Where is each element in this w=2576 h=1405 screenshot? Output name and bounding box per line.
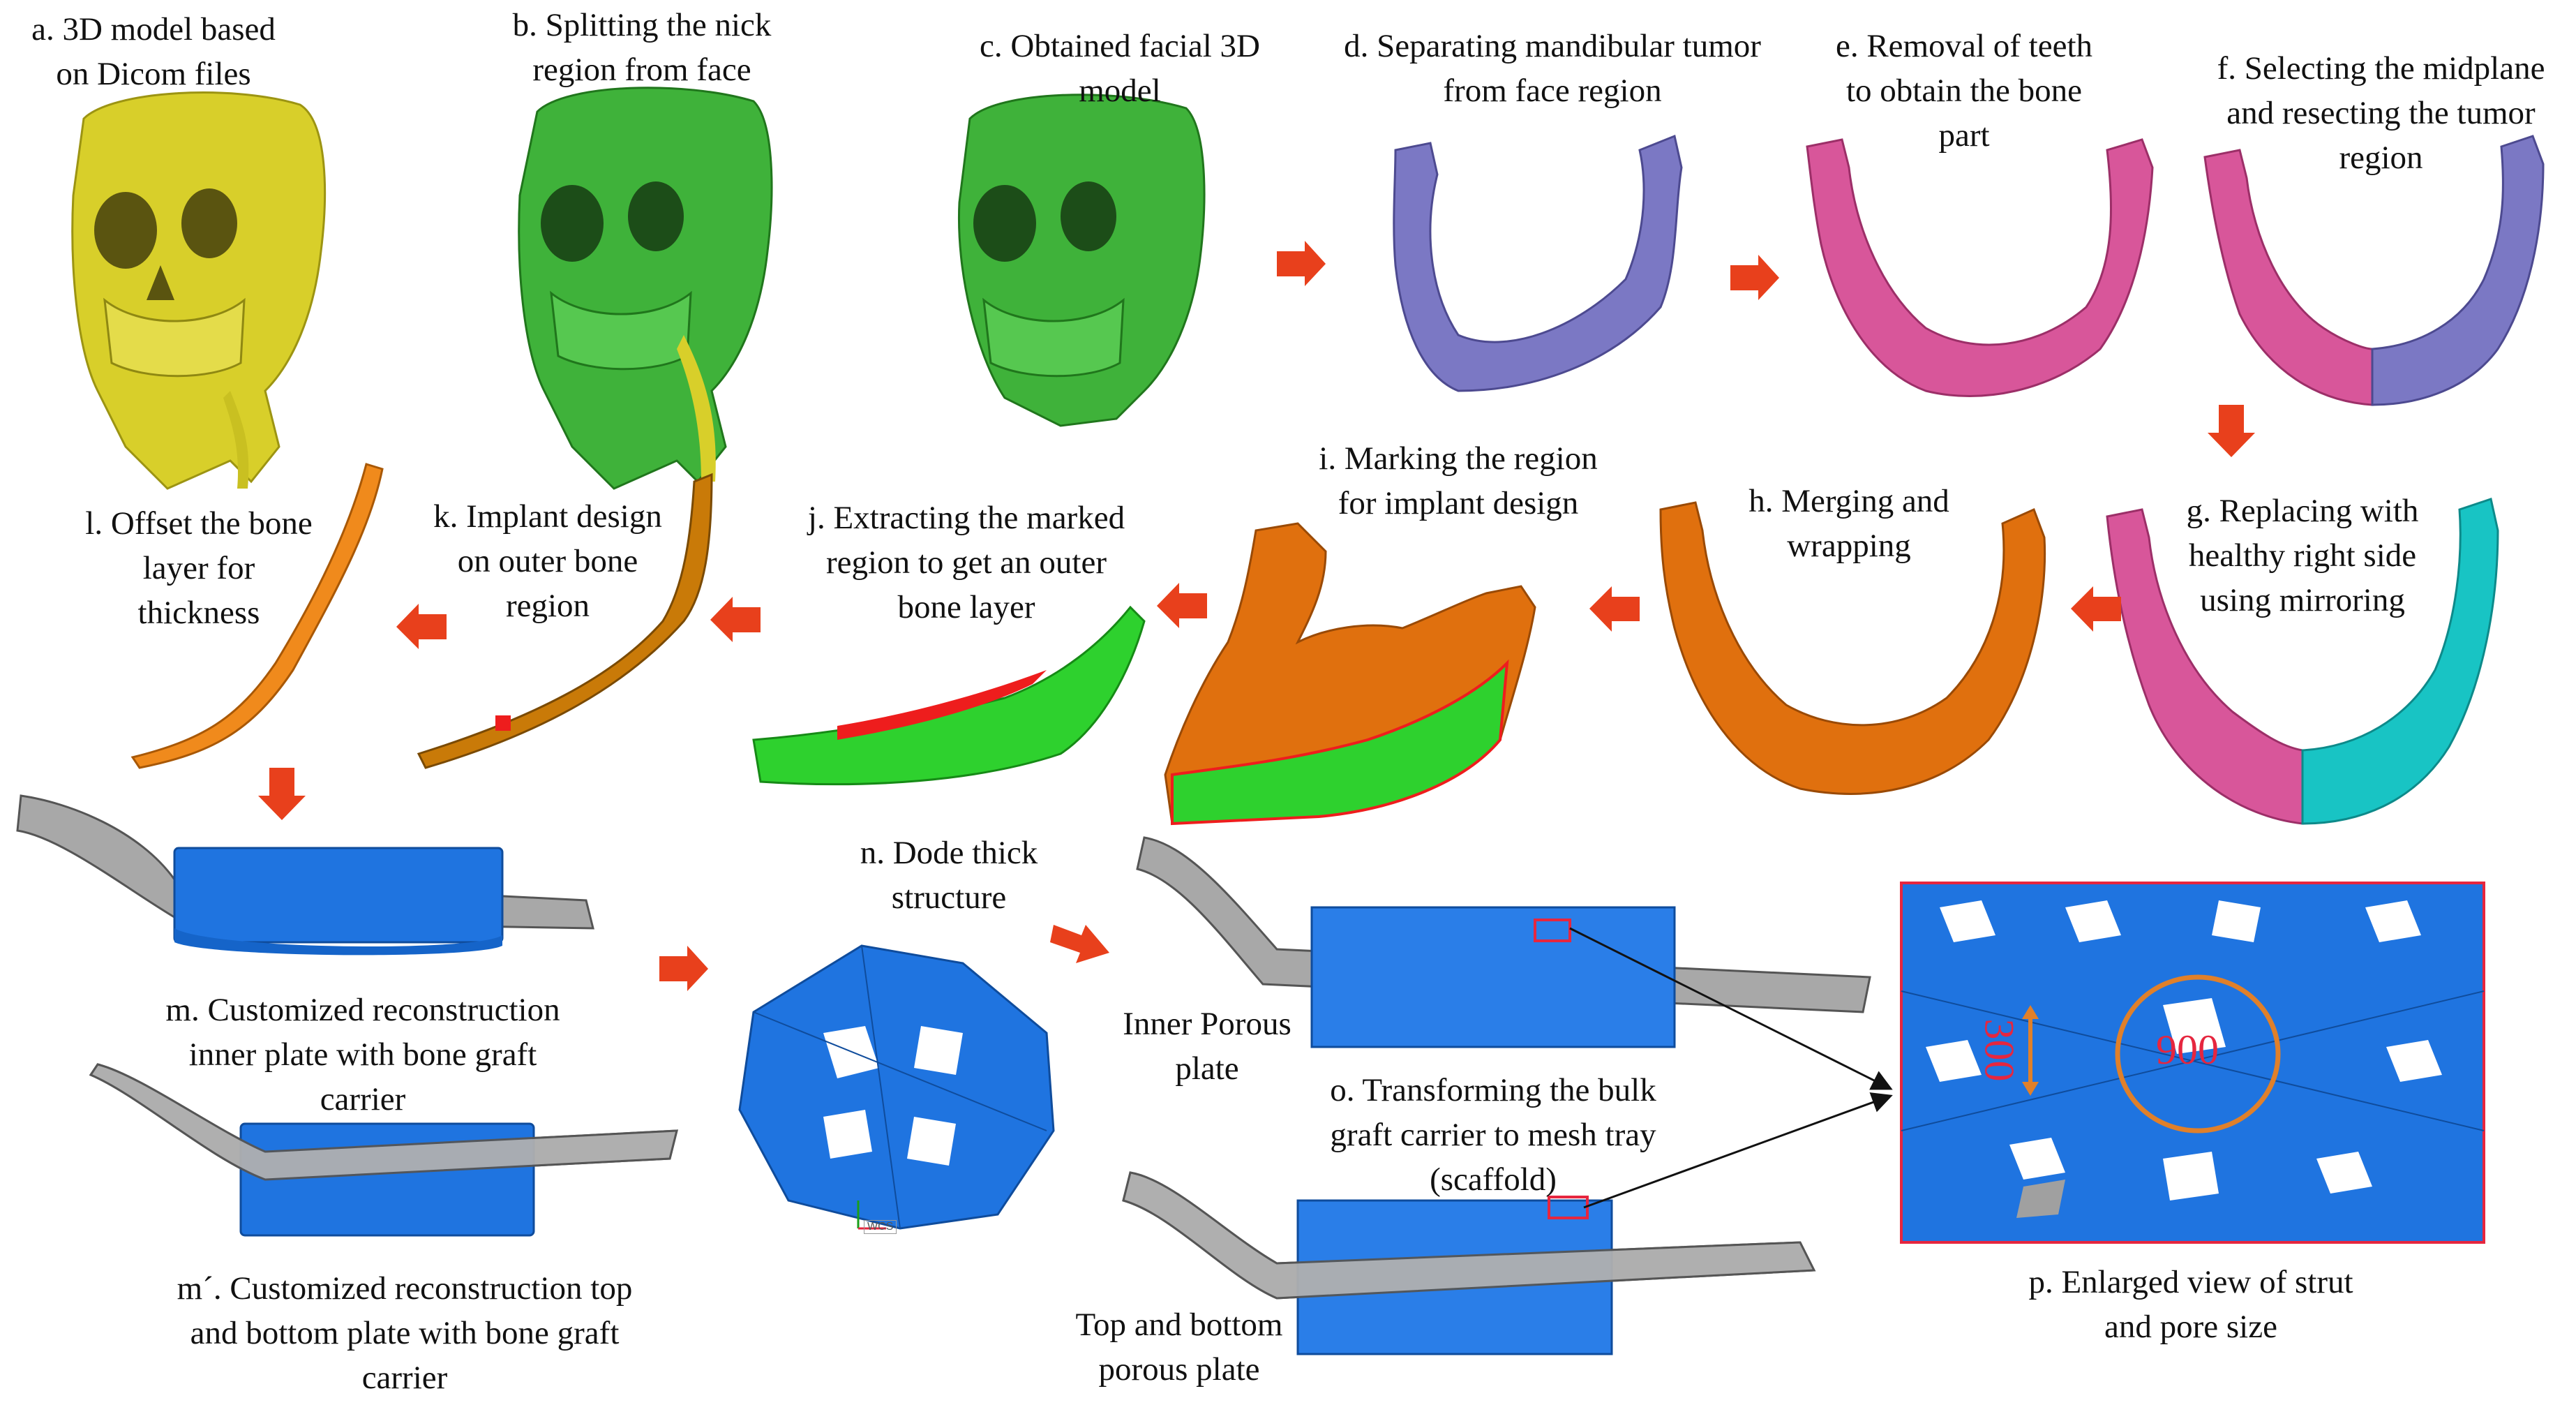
implant-k (417, 473, 713, 769)
arrow-m-to-n (659, 946, 708, 991)
label-h: h. Merging and wrapping (1748, 483, 1949, 564)
mandible-g-left (2106, 508, 2304, 825)
arrow-l-to-m (258, 768, 306, 820)
skull-model-c (957, 94, 1206, 427)
plate-m (16, 794, 594, 956)
label-o: o. Transforming the bulk graft carrier t… (1330, 1072, 1656, 1198)
label-f: f. Selecting the midplane and resecting … (2217, 50, 2545, 176)
bone-layer-j (752, 605, 1146, 786)
label-k: k. Implant design on outer bone region (433, 498, 662, 624)
wcs-label: WCS (864, 1220, 897, 1234)
arrow-d-to-e (1730, 255, 1779, 300)
label-g: g. Replacing with healthy right side usi… (2186, 493, 2419, 618)
mandible-e (1806, 138, 2154, 397)
arrow-g-to-h (2071, 586, 2121, 632)
arrow-i-to-j (1157, 583, 1207, 628)
mandible-g-right (2301, 498, 2499, 825)
label-j: j. Extracting the marked region to get a… (807, 500, 1125, 625)
enlarged-view-p (1900, 882, 2485, 1244)
pointer-line-top (1569, 927, 1893, 1090)
porous-plate-top-bottom (1122, 1171, 1816, 1355)
arrow-f-to-g (2208, 405, 2255, 457)
label-i: i. Marking the region for implant design (1319, 440, 1598, 521)
label-inner-porous: Inner Porous plate (1123, 1006, 1291, 1087)
pore-size-annotation: 900 (2156, 1027, 2219, 1073)
strut-size-annotation: 300 (1976, 1018, 2023, 1082)
mandible-d (1393, 134, 1683, 392)
label-m: m. Customized reconstruction inner plate… (165, 992, 560, 1117)
plate-m2 (89, 1063, 678, 1237)
label-p: p. Enlarged view of strut and pore size (2028, 1264, 2353, 1345)
mandible-f-right (2371, 135, 2545, 406)
label-e: e. Removal of teeth to obtain the bone p… (1835, 28, 2093, 154)
label-m-prime: m´. Customized reconstruction top and bo… (177, 1270, 633, 1396)
offset-layer-l (130, 463, 384, 769)
arrow-h-to-i (1589, 586, 1640, 632)
label-l: l. Offset the bone layer for thickness (85, 505, 313, 631)
label-b: b. Splitting the nick region from face (512, 7, 772, 88)
mandible-f-left (2203, 149, 2374, 406)
dode-structure-n (738, 944, 1055, 1230)
mandible-i (1164, 522, 1536, 826)
arrow-j-to-k (710, 597, 761, 642)
arrow-k-to-l (396, 604, 447, 649)
porous-plate-inner (1136, 836, 1871, 1048)
skull-model-b (518, 87, 773, 490)
label-top-bottom: Top and bottom porous plate (1075, 1307, 1283, 1388)
arrow-n-to-o (1050, 925, 1109, 963)
pointer-line-bottom (1583, 1092, 1893, 1209)
mandible-h (1659, 501, 2046, 795)
skull-model-a (71, 91, 327, 490)
label-n: n. Dode thick structure (860, 835, 1038, 916)
label-d: d. Separating mandibular tumor from face… (1344, 28, 1761, 109)
arrow-c-to-d (1277, 241, 1326, 286)
label-c: c. Obtained facial 3D model (980, 28, 1260, 109)
workflow-arrows (258, 241, 2255, 991)
label-a: a. 3D model based on Dicom files (31, 11, 276, 92)
